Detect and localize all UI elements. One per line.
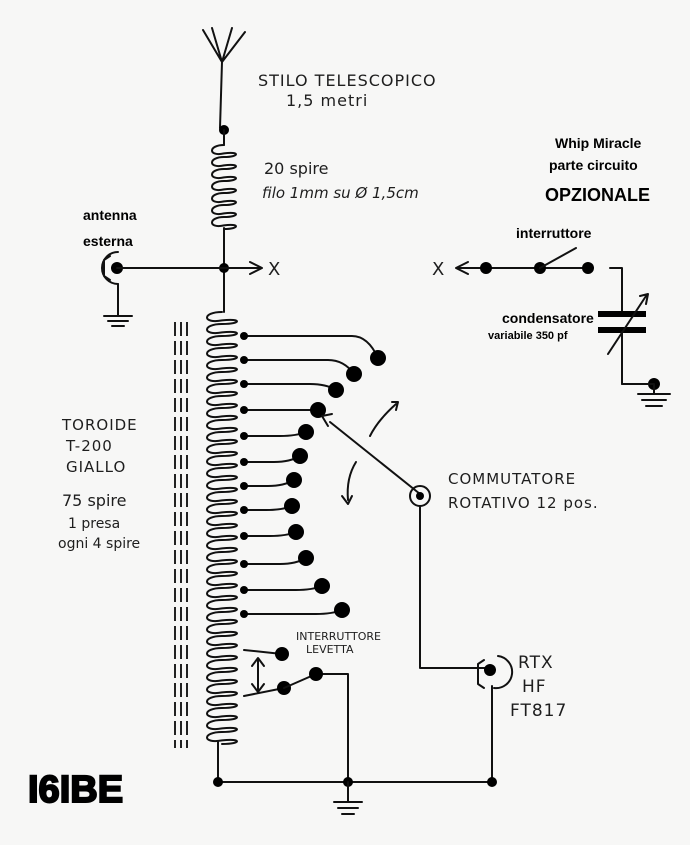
rotary-switch-wiper (321, 401, 491, 669)
switch-contact (334, 602, 350, 618)
switch-contact (288, 524, 304, 540)
switch-contact (346, 366, 362, 382)
toroid-type-label: T-200 (65, 437, 113, 455)
tap-dot (240, 586, 248, 594)
coil-wire-label: filo 1mm su Ø 1,5cm (262, 184, 419, 202)
tap-wire (243, 431, 307, 437)
tap-spacing-label: 1 presa (68, 516, 120, 532)
external-antenna-connector (101, 251, 225, 327)
lever-switch (251, 657, 265, 693)
rtx-connector (477, 655, 514, 783)
tap-dot (240, 406, 248, 414)
lever-switch-label-2: LEVETTA (306, 643, 354, 656)
switch-contact (292, 448, 308, 464)
lever-switch-wire (283, 673, 349, 783)
whip-title: STILO TELESCOPICO (258, 71, 437, 90)
tap-dot (240, 432, 248, 440)
toroid-color-label: GIALLO (66, 458, 126, 476)
switch-contact (298, 424, 314, 440)
toroid-turns-label: 75 spire (62, 491, 126, 510)
switch-contact (314, 578, 330, 594)
rotary-switch-label: COMMUTATORE (448, 470, 576, 488)
whip-miracle-label: Whip Miracle (555, 135, 642, 151)
rotary-switch-positions: ROTATIVO 12 pos. (448, 494, 599, 512)
whip-antenna-symbol (202, 27, 246, 129)
tap-wire (243, 609, 343, 615)
ground-bus (213, 777, 497, 815)
optional-circuit (455, 247, 671, 407)
switch-label: interruttore (516, 225, 592, 241)
circuit-part-label: parte circuito (549, 157, 638, 173)
ext-antenna-label: antenna (83, 207, 137, 223)
tap-dot (240, 610, 248, 618)
toroid-taps (240, 332, 386, 783)
toroid-label: TOROIDE (61, 416, 138, 434)
loading-coil (211, 144, 237, 230)
tap-wire (243, 455, 301, 463)
tap-dot (240, 560, 248, 568)
whip-length: 1,5 metri (286, 91, 368, 110)
tap-dot (240, 532, 248, 540)
tap-dot (240, 482, 248, 490)
toroid-winding (206, 311, 238, 745)
coil-turns-label: 20 spire (264, 159, 328, 178)
lever-contact (275, 647, 289, 661)
toroid-core-lines (174, 322, 188, 748)
switch-contact (370, 350, 386, 366)
arrow-right-icon (249, 261, 263, 275)
lever-switch-label: INTERRUTTORE (296, 630, 381, 643)
switch-contact (298, 550, 314, 566)
switch-contact (286, 472, 302, 488)
tap-dot (240, 332, 248, 340)
switch-contact (328, 382, 344, 398)
capacitor-value-label: variabile 350 pf (488, 330, 568, 342)
lever-common-contact (309, 667, 323, 681)
tap-wire (243, 359, 355, 375)
rtx-label: RTX (518, 653, 554, 673)
author-signature: I6IBE (28, 769, 123, 811)
ext-antenna-label-2: esterna (83, 233, 133, 249)
tap-dot (240, 356, 248, 364)
optional-label: OPZIONALE (545, 185, 650, 205)
tap-dot (240, 380, 248, 388)
tap-wire (243, 557, 307, 565)
tap-dot (240, 458, 248, 466)
tap-dot (240, 506, 248, 514)
x-marker-left: X (268, 259, 280, 280)
rtx-band-label: HF (522, 677, 547, 697)
tap-wire (243, 585, 323, 591)
tap-spacing-label-2: ogni 4 spire (58, 536, 140, 552)
tap-wire (243, 383, 337, 391)
tap-wire (243, 335, 379, 359)
switch-contact (310, 402, 326, 418)
x-marker-right: X (432, 259, 444, 280)
capacitor-label: condensatore (502, 310, 594, 326)
switch-contact (284, 498, 300, 514)
rtx-model-label: FT817 (510, 701, 567, 721)
